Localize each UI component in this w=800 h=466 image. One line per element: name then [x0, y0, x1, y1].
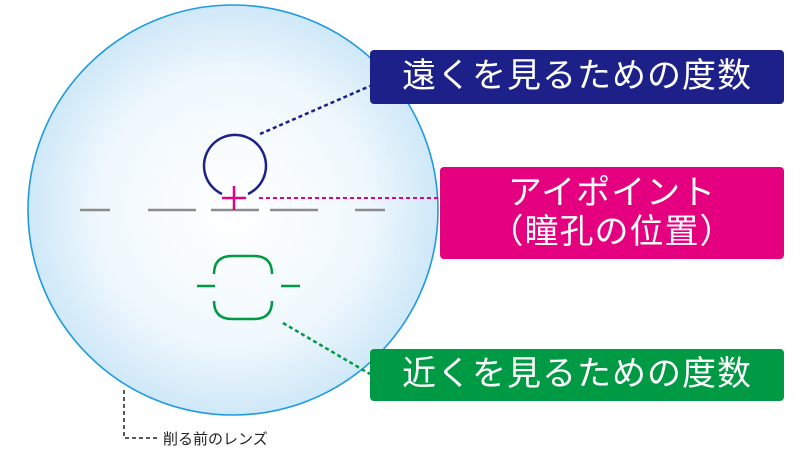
eyepoint-cross-icon [222, 186, 246, 210]
lens-caption: 削る前のレンズ [163, 430, 268, 448]
eyepoint-subtext: （瞳孔の位置） [489, 212, 735, 252]
far-vision-label: 遠くを見るための度数 [370, 50, 784, 104]
far-zone-circle-icon [202, 133, 268, 196]
eyepoint-label: アイポイント （瞳孔の位置） [440, 167, 784, 259]
lens-leader-line [123, 390, 160, 439]
near-zone-shape-icon [197, 254, 300, 321]
near-vision-text: 近くを見るための度数 [402, 354, 752, 395]
far-vision-text: 遠くを見るための度数 [402, 56, 752, 97]
far-leader-line [259, 84, 371, 136]
near-leader-line [282, 321, 371, 376]
near-vision-label: 近くを見るための度数 [370, 349, 784, 401]
eyepoint-text: アイポイント [507, 172, 717, 213]
